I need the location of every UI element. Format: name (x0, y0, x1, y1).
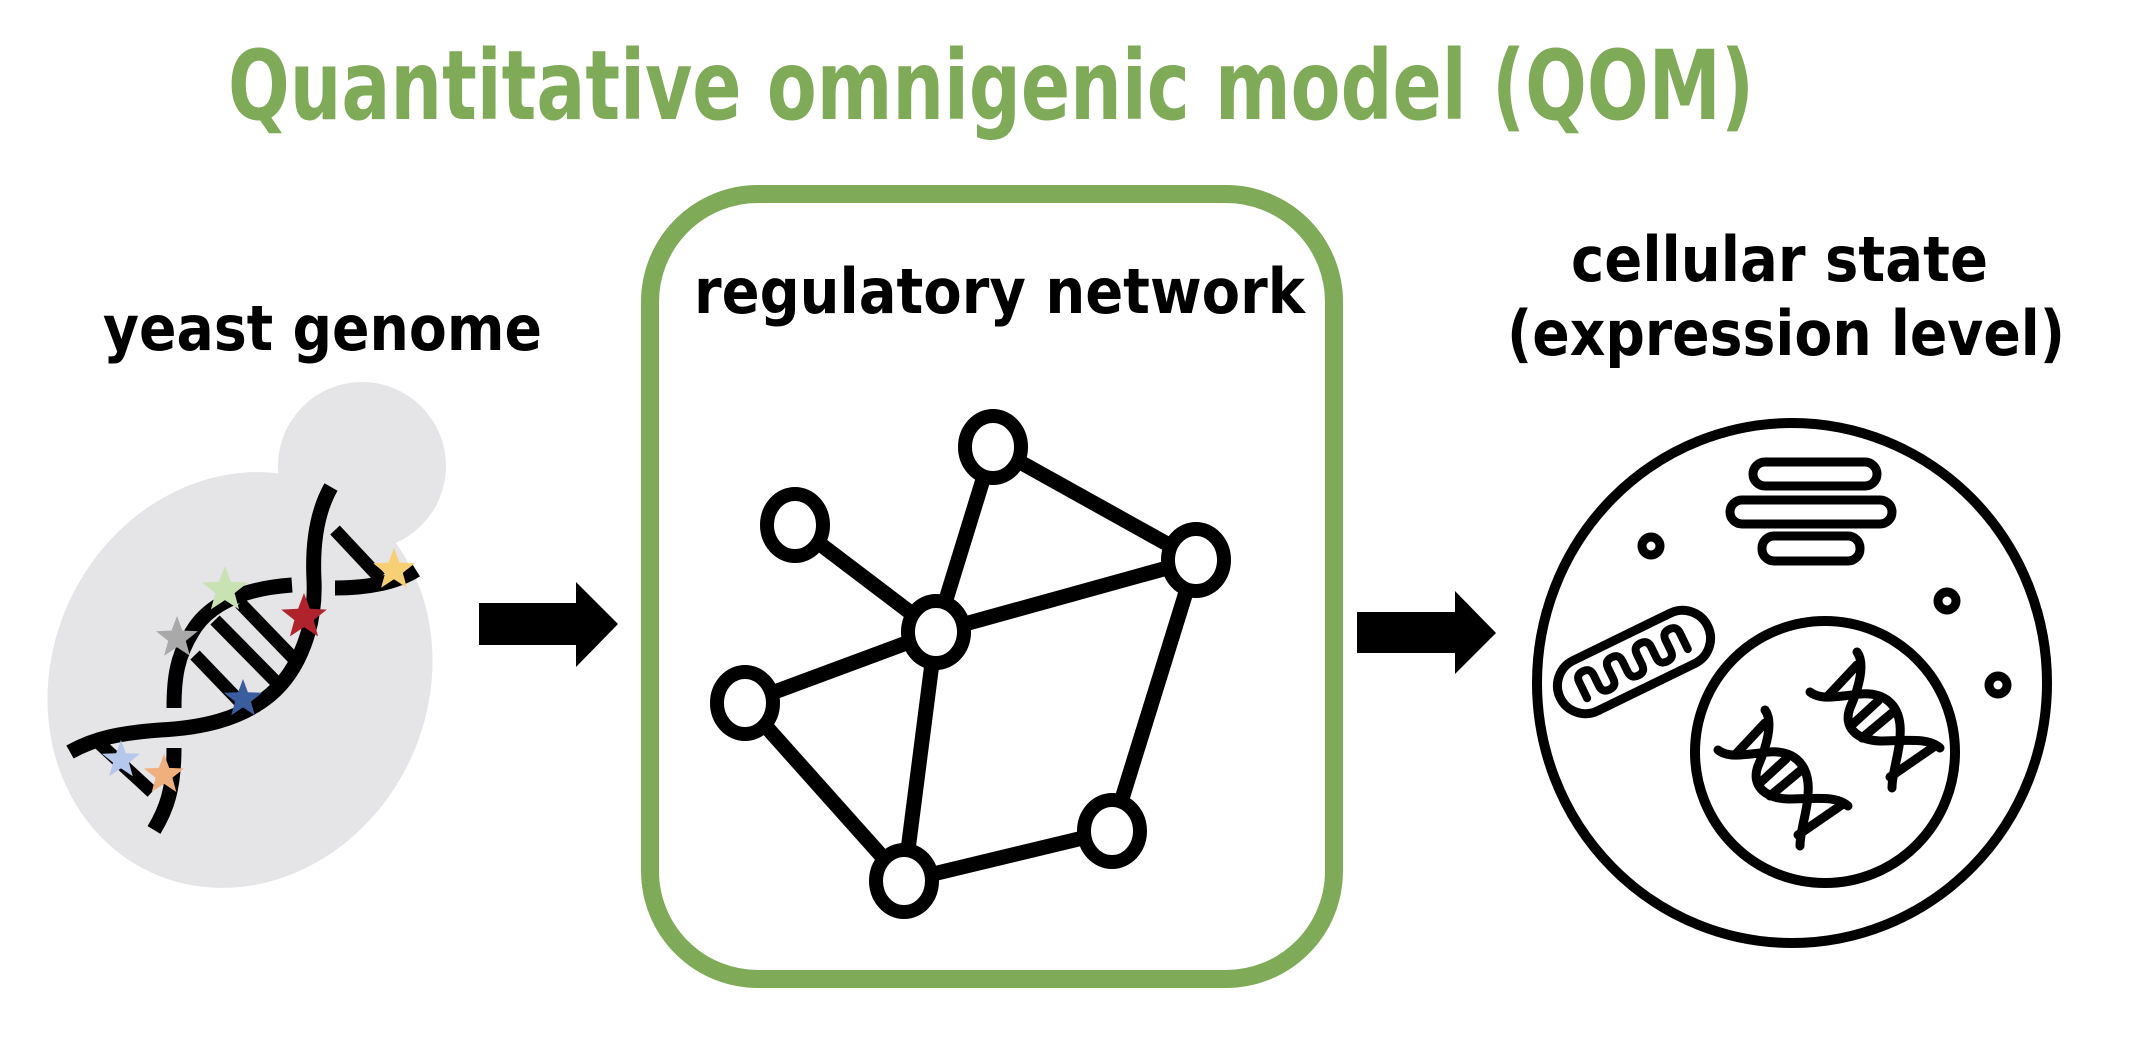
helix-stroke (1765, 766, 1805, 801)
helix-stroke (1843, 647, 1945, 753)
vesicle-icon (1637, 532, 1665, 560)
diagram-title: Quantitative omnigenic model (QOM) (228, 30, 1754, 142)
mitochondrion-cristae (1574, 624, 1692, 703)
network-edge-hub-bottom (896, 631, 944, 882)
mitochondrion-icon (1552, 605, 1716, 719)
mitochondrion-membrane (1552, 605, 1716, 719)
light-blue-star-icon (102, 740, 140, 777)
gray-star-icon (156, 616, 198, 656)
vesicle-icon (1984, 671, 2012, 699)
genome-panel: yeast genome (47, 292, 542, 888)
network-edge-bottom-right-right (1104, 557, 1204, 834)
golgi-cisterna (1748, 457, 1882, 491)
state-panel: cellular state (expression level) (1507, 223, 2065, 948)
golgi-apparatus-icon (1725, 457, 1897, 566)
network-node-left (710, 665, 780, 741)
network-graph (710, 409, 1231, 919)
arrow-right-icon (479, 582, 618, 667)
network-edge-hub-right (933, 552, 1199, 640)
network-node-upper-left (760, 487, 830, 563)
dna-rung (330, 525, 385, 583)
chromosome-helix-icon (1805, 647, 1945, 793)
yellow-star-icon (373, 548, 415, 588)
helix-stroke (1793, 799, 1848, 840)
network-panel: regulatory network (641, 185, 1343, 988)
network-frame (641, 185, 1343, 988)
helix-stroke (1885, 741, 1940, 782)
golgi-cisterna (1757, 531, 1865, 566)
orange-star-icon (144, 754, 184, 792)
blue-star-icon (224, 679, 262, 716)
helix-stroke (1751, 705, 1853, 811)
dna-strand (166, 577, 293, 709)
variant-stars (102, 548, 415, 792)
yeast-cell-icon (47, 382, 446, 888)
cell-membrane (1532, 418, 2052, 948)
network-edge-left-bottom (739, 698, 910, 886)
dna-strand (147, 747, 182, 834)
green-star-icon (202, 566, 248, 610)
golgi-cisterna (1725, 495, 1897, 529)
helix-stroke (1822, 660, 1862, 702)
chromosome-helix-icon (1713, 705, 1853, 851)
dna-strand (334, 563, 420, 596)
helix-stroke (1730, 718, 1770, 760)
state-label-line2: (expression level) (1507, 297, 2065, 370)
network-node-hub (901, 594, 971, 670)
network-node-right (1161, 522, 1231, 598)
network-node-bottom (869, 843, 939, 919)
dna-rung (235, 598, 302, 667)
vesicle-icon (1933, 587, 1961, 615)
network-node-top (958, 409, 1028, 485)
network-label: regulatory network (694, 255, 1307, 328)
helix-stroke (1857, 708, 1897, 743)
network-edge-bottom-bottom-right (902, 823, 1114, 889)
genome-label: yeast genome (103, 292, 542, 365)
helix-stroke (1848, 696, 1883, 729)
cell-icon (1532, 418, 2052, 948)
network-edge-top-right (989, 440, 1200, 567)
dna-rung (210, 615, 287, 693)
network-node-bottom-right (1077, 793, 1147, 869)
dna-strand (66, 483, 338, 759)
nucleus (1690, 616, 1960, 888)
arrow-right-icon (1357, 591, 1496, 674)
state-label-line1: cellular state (1571, 223, 1988, 296)
red-star-icon (281, 593, 327, 637)
helix-stroke (1756, 754, 1791, 787)
